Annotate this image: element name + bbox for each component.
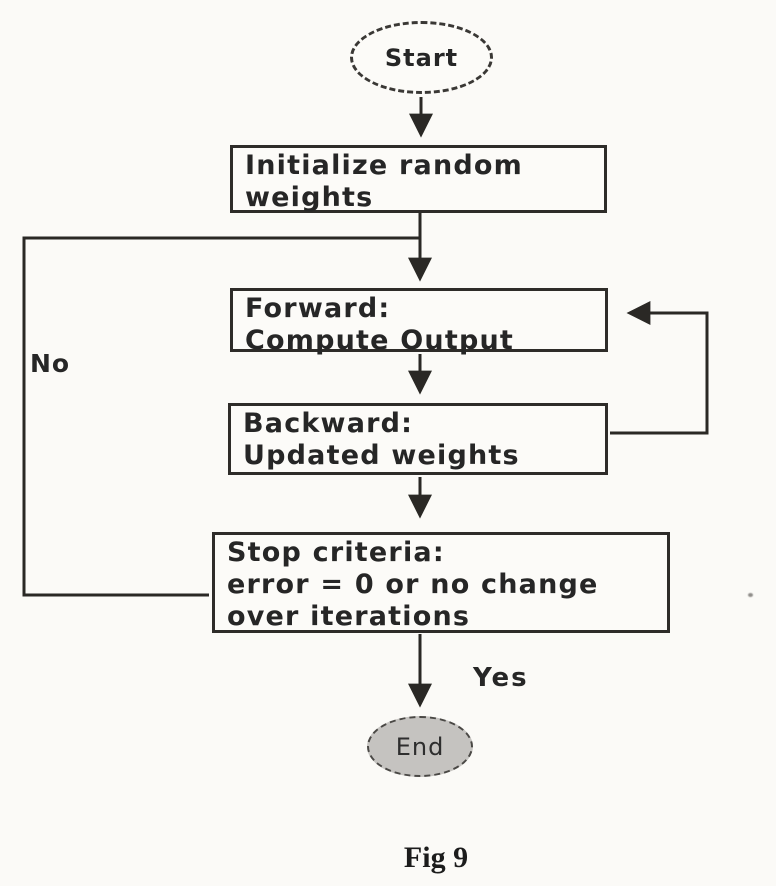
node-text-line: error = 0 or no change [227,569,599,600]
connector-no-loop [22,236,420,597]
stop-criteria-node: Stop criteria: error = 0 or no change ov… [212,532,670,633]
end-node: End [367,716,473,777]
node-text-line: Backward: [243,408,414,439]
initialize-weights-node: Initialize random weights [230,145,607,213]
figure-caption: Fig 9 [403,841,469,874]
node-text-line: over iterations [227,601,471,632]
node-text-line: Initialize random [245,150,524,181]
start-label: Start [384,43,459,72]
node-text-line: weights [245,182,374,213]
node-text-line: Stop criteria: [227,537,445,568]
start-node: Start [350,21,493,94]
node-text-line: Updated weights [243,440,520,471]
no-edge-label: No [30,349,71,378]
end-label: End [395,732,445,761]
artifact-dot [748,593,753,597]
yes-edge-label: Yes [473,663,529,693]
connector-feedback-loop [610,301,709,435]
node-text-line: Forward: [245,293,391,324]
node-text-line: Compute Output [245,325,515,356]
backward-update-node: Backward: Updated weights [228,403,608,475]
forward-compute-node: Forward: Compute Output [230,288,608,356]
